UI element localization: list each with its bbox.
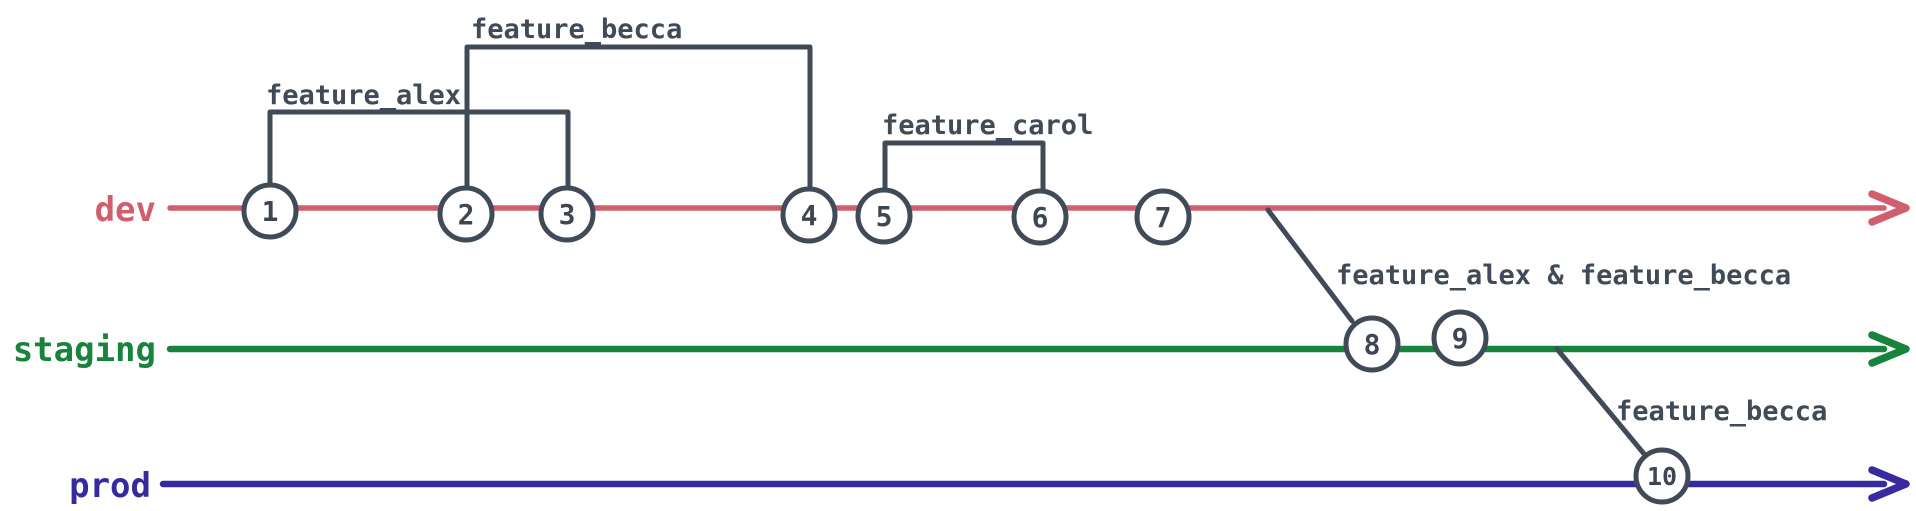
commit-label: 1	[262, 195, 279, 228]
staging-to-prod-merge-line	[1554, 346, 1648, 458]
dev-arrowhead-icon	[1868, 190, 1910, 226]
commit-circle	[1633, 447, 1691, 505]
merge-becca-label: feature_becca	[1616, 396, 1827, 427]
commit-node-7: 7	[1134, 188, 1192, 246]
commit-node-8: 8	[1343, 315, 1401, 373]
staging-arrowhead-icon	[1868, 331, 1910, 367]
commit-circle	[241, 182, 299, 240]
commit-label: 3	[559, 198, 576, 231]
commit-node-9: 9	[1431, 309, 1489, 367]
commit-circle	[855, 187, 913, 245]
merge-alex-becca-label: feature_alex & feature_becca	[1336, 260, 1791, 291]
commit-label: 2	[458, 198, 475, 231]
commit-node-5: 5	[855, 187, 913, 245]
commit-label: 7	[1155, 201, 1172, 234]
commit-node-3: 3	[538, 185, 596, 243]
commit-circle	[538, 185, 596, 243]
feature-becca-label: feature_becca	[471, 14, 682, 45]
commit-node-1: 1	[241, 182, 299, 240]
prod-arrowhead-icon	[1868, 466, 1910, 502]
prod-branch-label: prod	[69, 466, 151, 506]
commit-label: 8	[1364, 328, 1381, 361]
commit-node-6: 6	[1011, 188, 1069, 246]
dev-to-staging-merge-line	[1265, 207, 1355, 324]
commit-node-10: 10	[1633, 447, 1691, 505]
commit-label: 4	[801, 199, 818, 232]
commit-node-4: 4	[780, 186, 838, 244]
commit-label: 5	[876, 200, 893, 233]
feature-alex-bracket	[267, 109, 571, 193]
commit-node-2: 2	[437, 185, 495, 243]
commit-label: 10	[1647, 462, 1677, 491]
feature-carol-label: feature_carol	[882, 110, 1093, 141]
commit-label: 9	[1452, 322, 1469, 355]
feature-alex-label: feature_alex	[266, 80, 461, 111]
commit-circle	[1343, 315, 1401, 373]
staging-branch-label: staging	[13, 330, 156, 370]
commit-circle	[1134, 188, 1192, 246]
commit-label: 6	[1032, 201, 1049, 234]
commit-circle	[780, 186, 838, 244]
dev-branch-label: dev	[95, 190, 156, 230]
feature-becca-bracket	[464, 44, 813, 194]
commit-circle	[437, 185, 495, 243]
commit-circle	[1431, 309, 1489, 367]
feature-carol-bracket	[882, 140, 1046, 196]
commit-circle	[1011, 188, 1069, 246]
